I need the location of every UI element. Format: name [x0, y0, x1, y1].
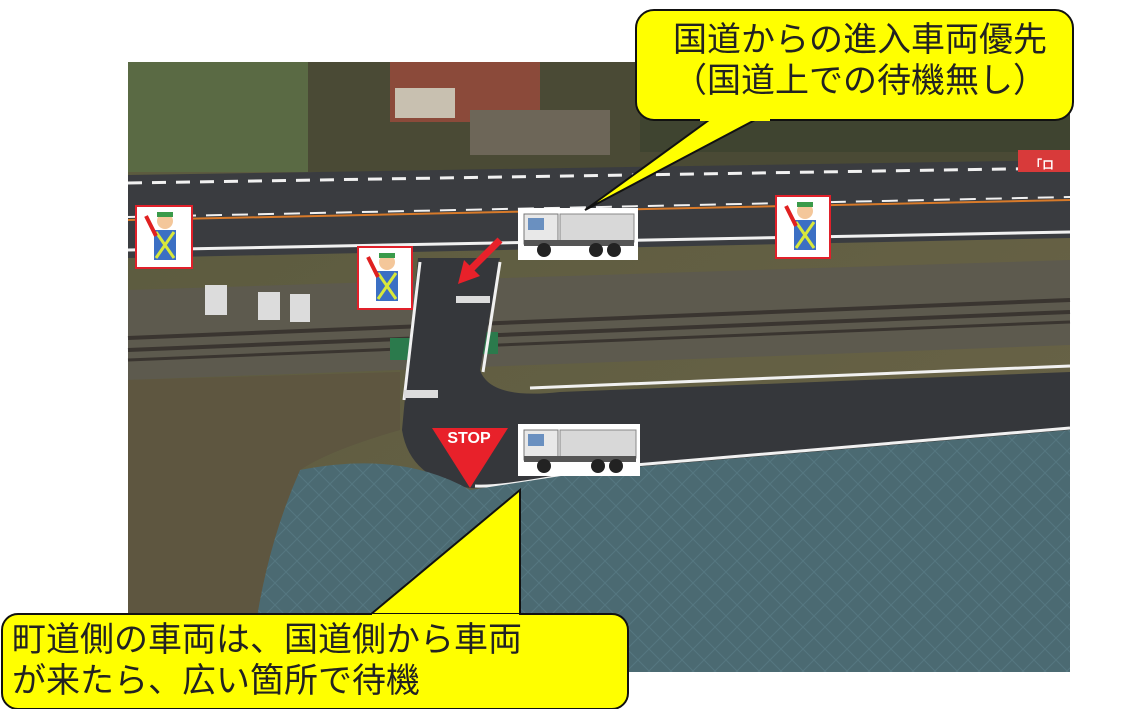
- bottom-callout: [1, 487, 629, 709]
- flagger-icon: [357, 246, 413, 310]
- road-marking-label: 「ロ: [1030, 158, 1055, 172]
- flagger-icon: [135, 205, 193, 269]
- flagger-icon: [775, 195, 831, 259]
- aerial-photo: [127, 62, 1071, 672]
- top-callout: [584, 9, 1074, 211]
- red-arrow-icon: [458, 237, 503, 284]
- bottom-callout-line2: が来たら、広い箇所で待機: [12, 661, 420, 702]
- road-marking: [1018, 150, 1070, 172]
- bottom-callout-text: 町道側の車両は、国道側から車両 が来たら、広い箇所で待機: [12, 620, 632, 703]
- dump-truck-icon: [518, 424, 640, 476]
- stop-sign-icon: [432, 428, 508, 488]
- dump-truck-icon: [518, 208, 638, 260]
- top-callout-line2: （国道上での待機無し）: [673, 61, 1047, 102]
- stop-sign-label: STOP: [447, 430, 491, 447]
- top-callout-line1: 国道からの進入車両優先: [673, 20, 1047, 60]
- bottom-callout-line1: 町道側の車両は、国道側から車両: [12, 620, 522, 660]
- top-callout-text: 国道からの進入車両優先 （国道上での待機無し）: [650, 20, 1070, 103]
